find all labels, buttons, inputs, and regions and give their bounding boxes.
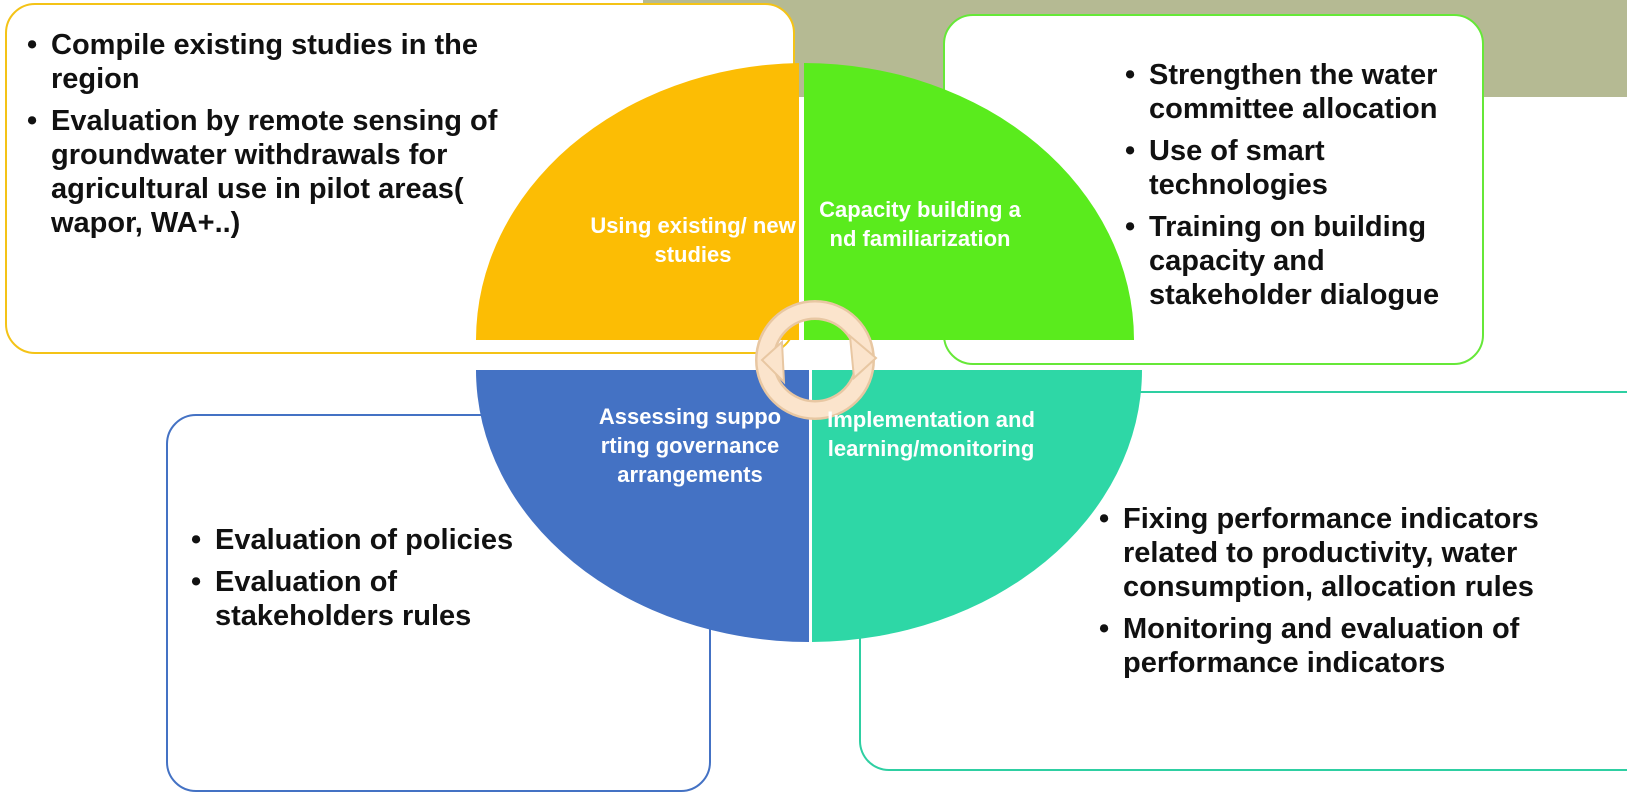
quadrant-label-bottom-left: Assessing supporting governance arrangem…: [598, 404, 782, 487]
cycle-arrows-icon: [755, 300, 878, 420]
list-item: Fixing performance indicators related to…: [1099, 502, 1619, 604]
quadrant-label-top-left: Using existing/ new studies: [590, 213, 796, 267]
list-item: Compile existing studies in the region: [27, 28, 547, 96]
quadrant-bottom-left: [476, 370, 809, 642]
quadrant-top-left: [476, 63, 799, 340]
list-item: Training on building capacity and stakeh…: [1125, 210, 1465, 312]
list-item: Evaluation by remote sensing of groundwa…: [27, 104, 547, 240]
quadrant-top-right: [804, 63, 1134, 340]
list-item: Strengthen the water committee allocatio…: [1125, 58, 1465, 126]
list-item: Monitoring and evaluation of performance…: [1099, 612, 1619, 680]
quadrant-label-top-right: Capacity building and familiarization: [819, 197, 1021, 251]
list-item: Evaluation of stakeholders rules: [191, 565, 531, 633]
quadrant-label-bottom-right: Implementation and learning/monitoring: [827, 407, 1035, 461]
list-item: Use of smart technologies: [1125, 134, 1465, 202]
quadrant-bottom-right: [812, 370, 1142, 642]
list-item: Evaluation of policies: [191, 523, 531, 557]
